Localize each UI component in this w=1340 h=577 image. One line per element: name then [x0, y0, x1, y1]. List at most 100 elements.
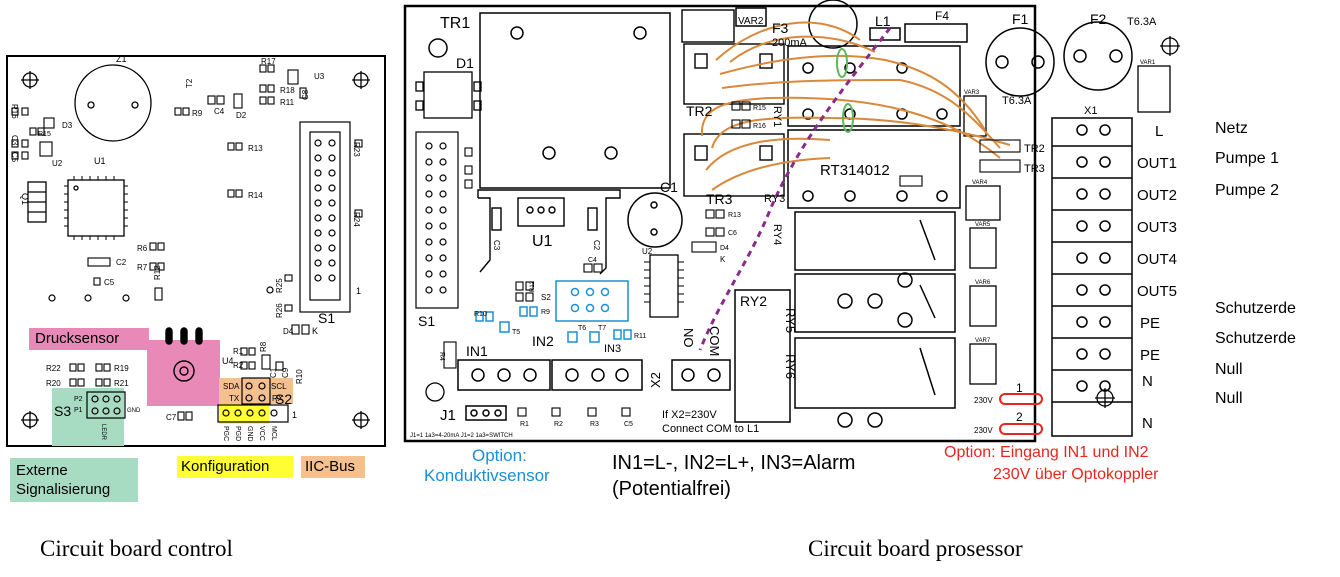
label-ry1: RY1 — [771, 106, 783, 127]
label-var4: VAR4 — [972, 180, 988, 186]
label-c3: C3 — [492, 240, 501, 251]
label-var3: VAR3 — [964, 90, 980, 96]
connection-dashes — [698, 27, 892, 351]
small-vias — [48, 286, 274, 302]
label-c8: C8 — [301, 89, 310, 100]
label-tr1: TR1 — [440, 15, 470, 32]
processor-board: TR1 D1 VAR2 F3 200mA L1 F4 F1 F2 T6.3A V… — [403, 0, 1180, 443]
terminal-labels: L OUT1 OUT2 OUT3 OUT4 OUT5 PE PE N N — [1137, 123, 1177, 432]
label-j1: J1 — [440, 407, 456, 424]
processor-mounting-holes — [425, 36, 1180, 408]
label-x1: X1 — [1084, 105, 1097, 117]
label-s1: S1 — [418, 313, 435, 329]
function-schutzerde-1: Schutzerde — [1215, 300, 1296, 317]
label-z1: Z1 — [116, 54, 127, 64]
processor-part-labels: TR1 D1 VAR2 F3 200mA L1 F4 F1 F2 T6.3A V… — [410, 9, 1157, 439]
mounting-holes — [21, 71, 370, 429]
iic-bus-label: IIC-Bus — [301, 456, 365, 478]
label-c1: C1 — [269, 367, 278, 378]
label-r8: R8 — [259, 341, 268, 352]
label-r2: R2 — [554, 421, 563, 428]
terminal-label: PE — [1140, 315, 1160, 332]
label-u2: U2 — [642, 247, 653, 256]
iic-bus-zone-right — [269, 378, 293, 404]
terminal-label: L — [1155, 123, 1163, 140]
label-ledr: LEDR — [100, 424, 106, 441]
input-terminals — [457, 359, 731, 421]
label-r23: R23 — [352, 142, 361, 157]
label-k: K — [312, 326, 318, 336]
pressure-sensor-label: Drucksensor — [29, 328, 149, 350]
smd-pads — [11, 64, 363, 421]
terminal-label: OUT2 — [1137, 187, 1177, 204]
label-rt314012: RT314012 — [820, 162, 890, 179]
label-c3: C3 — [10, 135, 19, 146]
label-s2: S2 — [541, 293, 551, 302]
terminal-label: OUT1 — [1137, 155, 1177, 172]
label-jp-2: 2 — [1016, 410, 1023, 424]
label-r12: R12 — [153, 265, 162, 280]
caption-control-board: Circuit board control — [40, 536, 233, 561]
label-no: NO — [681, 328, 696, 348]
label-var2: VAR2 — [738, 16, 764, 27]
label-tr2-right: TR2 — [1024, 143, 1045, 155]
terminal-label: N — [1142, 373, 1153, 390]
transformer-tr1 — [428, 12, 671, 189]
ic-u2 — [644, 254, 684, 318]
label-c4: C4 — [214, 107, 225, 116]
label-c6: C6 — [728, 230, 737, 237]
label-r21: R21 — [114, 379, 129, 388]
label-one-b: 1 — [292, 410, 297, 420]
label-mclr: MCL — [270, 426, 277, 441]
label-r16: R16 — [753, 123, 766, 130]
option-conductivity-text: Konduktivsensor — [424, 466, 550, 485]
label-r22: R22 — [46, 364, 61, 373]
label-rx: RX — [272, 394, 284, 403]
configuration-label: Konfiguration — [177, 456, 293, 478]
label-k: K — [720, 255, 726, 264]
label-jp-1: 1 — [1016, 381, 1023, 395]
label-r2: R2 — [233, 361, 244, 370]
terminal-label: PE — [1140, 347, 1160, 364]
label-f2: F2 — [1090, 11, 1107, 27]
control-board-outline — [6, 55, 386, 447]
label-r24: R24 — [352, 212, 361, 227]
label-t5: T5 — [512, 329, 520, 336]
label-q1: Q1 — [20, 193, 30, 205]
connector-s2 — [217, 377, 289, 423]
label-r26: R26 — [275, 303, 284, 318]
label-ry2: RY2 — [740, 293, 767, 309]
label-d3: D3 — [62, 121, 73, 130]
capacitor-c1 — [627, 192, 683, 248]
option-optocoupler-text: 230V über Optokoppler — [993, 466, 1159, 483]
external-signal-zone — [52, 388, 124, 446]
label-c9: C9 — [281, 367, 290, 378]
label-ry6: RY6 — [783, 354, 798, 379]
label-l1: L1 — [875, 13, 891, 29]
terminal-block-x1 — [1051, 117, 1133, 437]
label-230v-1: 230V — [974, 396, 993, 405]
transformers-tr2-tr3 — [681, 9, 785, 197]
iic-bus-zone — [219, 378, 269, 404]
crystal-q1 — [27, 181, 47, 223]
label-pgc: PGC — [222, 426, 229, 441]
option-optocoupler-title: Option: Eingang IN1 und IN2 — [944, 444, 1149, 461]
label-in1: IN1 — [466, 343, 488, 359]
label-r9: R9 — [192, 109, 203, 118]
inputs-note: IN1=L-, IN2=L+, IN3=Alarm — [612, 452, 856, 474]
mcu-u1 — [64, 176, 128, 240]
terminal-label: OUT5 — [1137, 283, 1177, 300]
label-gnd-s2: GND — [246, 426, 253, 442]
label-d4: D4 — [283, 327, 294, 336]
label-in2: IN2 — [532, 333, 554, 349]
label-r9: R9 — [541, 309, 550, 316]
label-s1: S1 — [318, 310, 335, 326]
label-r17: R17 — [261, 57, 276, 66]
function-netz: Netz — [1215, 120, 1248, 137]
label-one: 1 — [356, 286, 361, 296]
buzzer-z1 — [74, 64, 152, 142]
header-s1 — [299, 121, 351, 313]
label-var7: VAR7 — [975, 338, 991, 344]
label-tr3-right: TR3 — [1024, 163, 1045, 175]
